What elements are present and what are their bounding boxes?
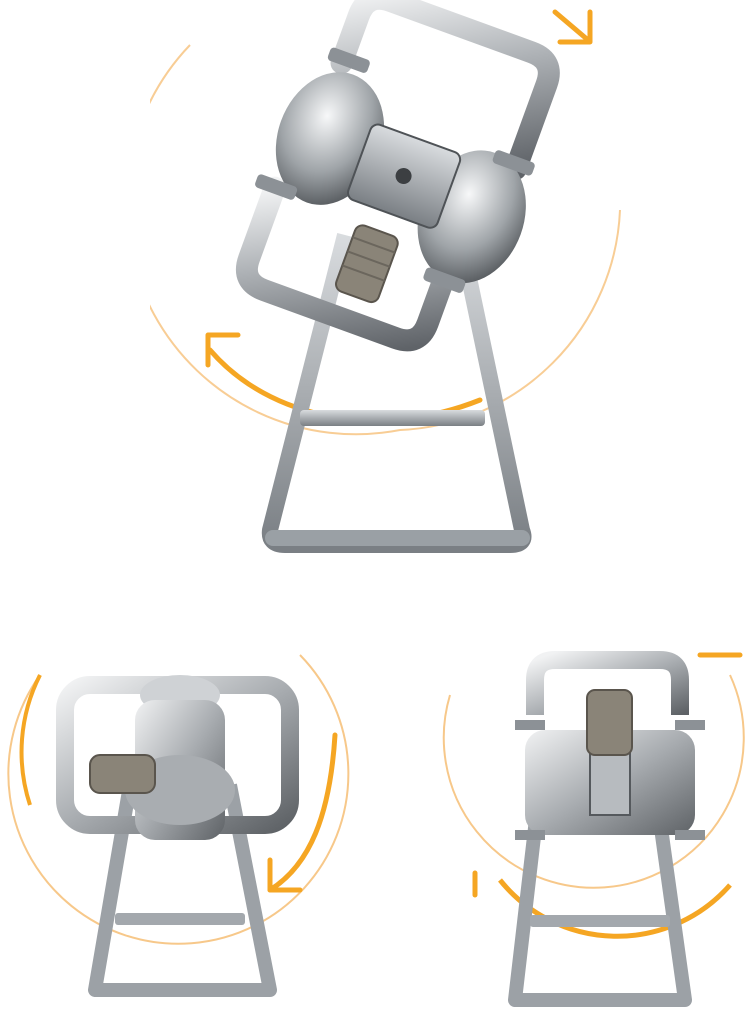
pump-stand — [88, 783, 277, 997]
rotate-counterclockwise-arrow-icon — [472, 652, 743, 898]
pump-stand — [261, 233, 532, 553]
pump-body — [235, 0, 560, 352]
pump-side-view-left — [0, 635, 360, 1013]
rotate-clockwise-arrow-icon — [552, 9, 593, 45]
pump-main-view — [150, 0, 650, 570]
pump-side-view-right — [430, 635, 756, 1013]
rotation-arc — [7, 654, 350, 945]
pump-main-illustration — [150, 0, 621, 553]
pump-right-illustration — [442, 651, 745, 1007]
rotate-clockwise-arrow-icon — [267, 732, 338, 893]
pump-stand — [508, 784, 692, 1007]
rotation-arc — [442, 674, 745, 889]
pump-left-illustration — [7, 654, 350, 997]
